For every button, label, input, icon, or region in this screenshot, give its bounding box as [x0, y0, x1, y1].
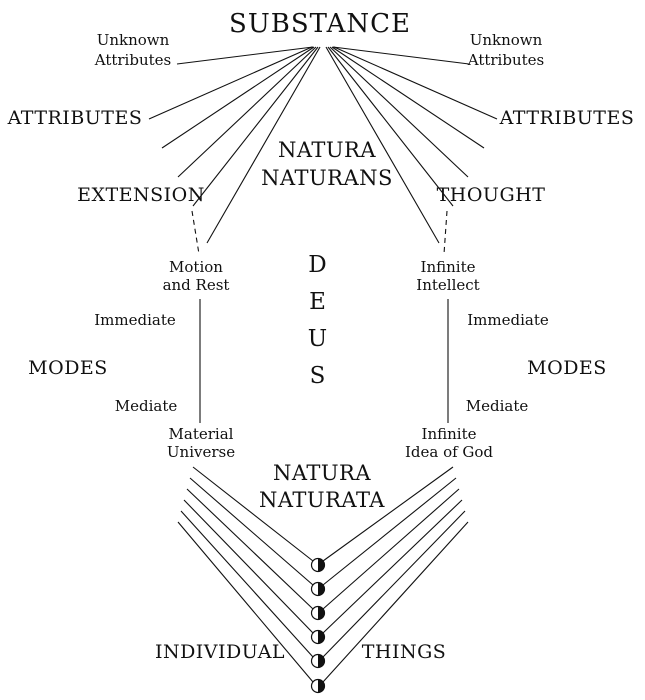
fan-line — [327, 46, 454, 207]
unknown-attributes-right-line1: Unknown — [470, 31, 543, 49]
fan-line — [180, 510, 314, 658]
fan-line — [186, 488, 314, 610]
fan-line — [333, 46, 498, 120]
natura-naturata-line2: NATURATA — [259, 488, 385, 512]
naturata-fan-right — [322, 466, 469, 683]
deus-vertical-label: D E U S — [308, 252, 328, 389]
infinite-intellect-line1: Infinite — [421, 258, 476, 276]
substance-label: SUBSTANCE — [229, 9, 411, 39]
fan-line — [322, 499, 463, 634]
extension-label: EXTENSION — [77, 184, 205, 206]
fan-line — [177, 46, 317, 178]
fan-line — [206, 46, 321, 244]
modes-right-label: MODES — [527, 357, 607, 379]
thought-to-intellect-dashed-line — [443, 210, 448, 255]
motion-and-rest-line1: Motion — [169, 258, 223, 276]
natura-naturans-line1: NATURA — [278, 138, 376, 162]
fan-line — [322, 521, 469, 683]
fan-line — [183, 499, 314, 634]
natura-naturata-line1: NATURA — [273, 461, 371, 485]
fan-line — [176, 46, 314, 65]
material-universe-line2: Universe — [167, 443, 235, 461]
modes-left-label: MODES — [28, 357, 108, 379]
unknown-attributes-left-line2: Attributes — [94, 51, 171, 69]
immediate-right-label: Immediate — [467, 311, 549, 329]
fan-line — [148, 46, 313, 120]
infinite-idea-of-god-line1: Infinite — [422, 425, 477, 443]
substance-fan-right — [325, 46, 498, 244]
individual-thing-node — [310, 629, 326, 645]
unknown-attributes-left-line1: Unknown — [97, 31, 170, 49]
infinite-idea-of-god-line2: Idea of God — [405, 443, 493, 461]
fan-line — [332, 46, 470, 65]
attributes-right-label: ATTRIBUTES — [499, 107, 635, 129]
thought-label: THOUGHT — [437, 184, 546, 206]
individual-label: INDIVIDUAL — [155, 641, 285, 663]
individual-thing-node — [310, 653, 326, 669]
immediate-left-label: Immediate — [94, 311, 176, 329]
deus-letter-d: D — [308, 252, 327, 278]
infinite-intellect-line2: Intellect — [416, 276, 479, 294]
material-universe-line1: Material — [169, 425, 234, 443]
deus-letter-u: U — [308, 326, 328, 352]
fan-line — [322, 510, 466, 658]
fan-line — [331, 46, 485, 149]
mediate-right-label: Mediate — [466, 397, 529, 415]
attributes-left-label: ATTRIBUTES — [7, 107, 143, 129]
deus-letter-e: E — [309, 289, 327, 315]
things-label: THINGS — [362, 641, 447, 663]
individual-thing-node — [310, 581, 326, 597]
motion-and-rest-line2: and Rest — [163, 276, 230, 294]
fan-line — [329, 46, 469, 178]
fan-line — [325, 46, 440, 244]
deus-letter-s: S — [310, 363, 327, 389]
fan-line — [192, 466, 314, 562]
fan-line — [192, 46, 319, 207]
substance-fan-left — [148, 46, 321, 244]
fan-line — [189, 477, 314, 586]
individual-thing-node — [310, 605, 326, 621]
individual-thing-nodes — [310, 557, 326, 694]
mediate-left-label: Mediate — [115, 397, 178, 415]
individual-thing-node — [310, 678, 326, 694]
naturata-fan-left — [177, 466, 314, 683]
fan-line — [322, 477, 457, 586]
fan-line — [322, 488, 460, 610]
fan-line — [177, 521, 314, 683]
natura-naturans-line2: NATURANS — [261, 166, 393, 190]
fan-line — [161, 46, 315, 149]
individual-thing-node — [310, 557, 326, 573]
unknown-attributes-right-line2: Attributes — [467, 51, 544, 69]
extension-to-motion-dashed-line — [191, 210, 200, 255]
fan-line — [322, 466, 454, 562]
